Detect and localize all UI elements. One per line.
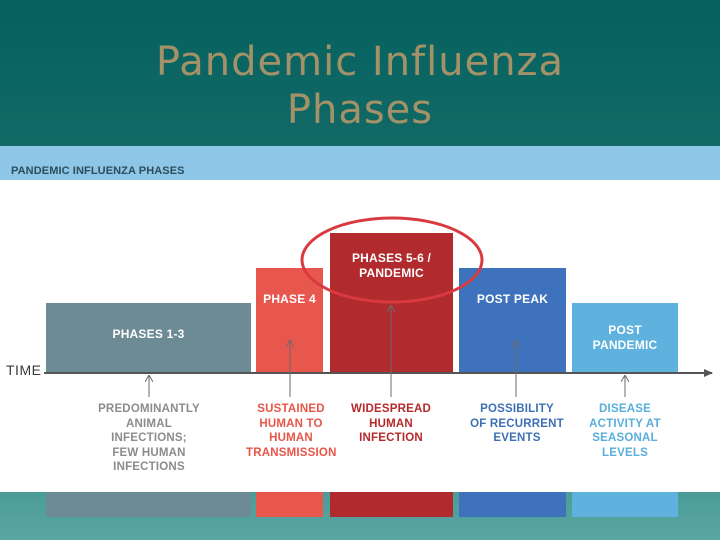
phase-description-4: SUSTAINED HUMAN TO HUMAN TRANSMISSION	[246, 403, 337, 459]
time-axis-label: TIME	[6, 362, 42, 378]
description-area	[0, 373, 720, 492]
phase-box-5-6-label: PHASES 5-6 / PANDEMIC	[351, 251, 432, 280]
timeline-overlay	[44, 216, 713, 397]
slide-title: Pandemic Influenza Phases	[0, 38, 720, 134]
phase-description-post-pandemic: DISEASE ACTIVITY AT SEASONAL LEVELS	[589, 403, 661, 459]
slide-title-line-2: Phases	[286, 87, 434, 133]
phases-figure: PANDEMIC INFLUENZA PHASES PHASES 1-3 PHA…	[0, 146, 720, 517]
phase-box-post-pandemic-label: POST PANDEMIC	[592, 323, 658, 352]
figure-header-label: PANDEMIC INFLUENZA PHASES	[11, 165, 185, 177]
figure-header-bar: PANDEMIC INFLUENZA PHASES	[0, 146, 720, 180]
phase-description-post-peak: POSSIBILITY OF RECURRENT EVENTS	[470, 403, 564, 444]
phase-box-1-3-label: PHASES 1-3	[112, 327, 185, 341]
highlight-circle	[300, 216, 484, 304]
phase-box-post-peak-label: POST PEAK	[476, 292, 549, 306]
phase-description-1-3: PREDOMINANTLY ANIMAL INFECTIONS; FEW HUM…	[98, 403, 200, 473]
phase-box-4-label: PHASE 4	[263, 292, 316, 306]
slide-title-line-1: Pandemic Influenza	[155, 39, 565, 85]
phase-description-5-6: WIDESPREAD HUMAN INFECTION	[351, 403, 431, 444]
